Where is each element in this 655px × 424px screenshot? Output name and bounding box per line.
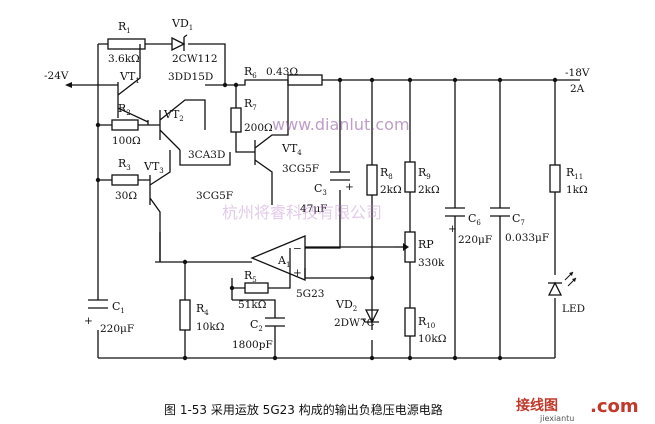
c2-value: 1800pF	[232, 339, 273, 351]
c1-plus: +	[84, 315, 93, 327]
c6-plus: +	[448, 223, 457, 235]
opamp-a1	[250, 235, 306, 281]
wires	[72, 43, 580, 359]
c1-capacitor	[88, 299, 108, 309]
vd1-value: 2CW112	[172, 53, 218, 65]
a1-minus: −	[293, 243, 302, 255]
c7-name: C7	[512, 212, 525, 227]
r7-resistor	[230, 107, 242, 133]
vt4-name: VT4	[281, 142, 302, 157]
svg-text:.com: .com	[590, 396, 639, 417]
a1-plus: +	[293, 267, 302, 279]
a1-name: A1	[277, 254, 290, 269]
vd2-value: 2DW7C	[334, 317, 375, 329]
r2-name: R2	[118, 102, 131, 117]
c6-name: C6	[468, 212, 481, 227]
c2-name: C2	[250, 318, 263, 333]
vd1-name: VD1	[171, 17, 193, 32]
c6-value: 220μF	[458, 234, 492, 246]
input-terminal-arrow	[65, 82, 72, 88]
vt1-name: VT1	[119, 70, 140, 85]
vt4-value: 3CG5F	[282, 163, 319, 175]
site-watermark: www.dianlut.com	[272, 115, 410, 134]
vt3-name: VT3	[143, 160, 164, 175]
vt2-value: 3CA3D	[188, 149, 225, 161]
r10-value: 10kΩ	[418, 333, 447, 345]
r11-value: 1kΩ	[566, 184, 588, 196]
rp-value: 330k	[418, 257, 445, 269]
c3-name: C3	[314, 182, 327, 197]
vd1-zener-diode	[171, 34, 188, 52]
r1-value: 3.6kΩ	[108, 53, 140, 65]
r3-value: 30Ω	[115, 190, 137, 202]
c6-capacitor	[445, 207, 465, 217]
junctions	[95, 77, 558, 361]
output-current-label: 2A	[570, 83, 585, 95]
r6-name: R6	[244, 65, 257, 80]
r2-value: 100Ω	[112, 135, 141, 147]
vd2-name: VD2	[335, 298, 357, 313]
svg-text:jiexiantu: jiexiantu	[539, 414, 574, 423]
r9-resistor	[404, 161, 416, 193]
c1-value: 220μF	[100, 323, 134, 335]
r11-resistor	[549, 164, 561, 193]
r1-resistor	[107, 38, 146, 50]
input-voltage-label: -24V	[44, 70, 69, 82]
r9-value: 2kΩ	[418, 184, 440, 196]
r8-name: R8	[380, 166, 393, 181]
svg-text:接线图: 接线图	[516, 397, 558, 414]
output-voltage-label: -18V	[565, 67, 590, 79]
r3-name: R3	[118, 157, 131, 172]
r4-resistor	[179, 299, 191, 331]
r1-name: R1	[118, 20, 131, 35]
r7-value: 200Ω	[244, 122, 273, 134]
c3-value: 47μF	[300, 203, 327, 215]
r10-resistor	[404, 307, 416, 337]
r6-resistor	[287, 74, 323, 86]
c3-capacitor	[330, 171, 350, 181]
r6-value: 0.43Ω	[266, 66, 298, 78]
r11-name: R11	[566, 166, 583, 181]
c3-plus: +	[345, 181, 354, 193]
vt3-value: 3CG5F	[196, 190, 233, 202]
c7-value: 0.033μF	[505, 232, 549, 244]
r8-value: 2kΩ	[380, 184, 402, 196]
vt2-name: VT2	[163, 108, 184, 123]
r10-name: R10	[418, 315, 435, 330]
company-watermark: 杭州将睿科技有限公司	[222, 203, 382, 222]
vt1-value: 3DD15D	[168, 71, 213, 83]
c2-capacitor	[265, 317, 285, 327]
c1-name: C1	[112, 300, 125, 315]
r4-name: R4	[196, 302, 209, 317]
vd2-zener-diode	[362, 309, 380, 324]
r8-resistor	[366, 164, 378, 196]
c7-capacitor	[490, 207, 510, 217]
r4-value: 10kΩ	[196, 321, 225, 333]
r3-resistor	[111, 174, 139, 186]
r7-name: R7	[244, 97, 257, 112]
led-name: LED	[562, 303, 585, 315]
labels: -24V -18V 2A R1 3.6kΩ VD1 2CW112 VT1 3DD…	[44, 17, 590, 351]
r9-name: R9	[418, 166, 431, 181]
r5-resistor	[244, 282, 269, 294]
r2-resistor	[111, 119, 139, 131]
a1-value: 5G23	[296, 288, 324, 300]
r5-name: R5	[244, 269, 257, 284]
site-logo: 接线图 .com jiexiantu	[516, 396, 639, 423]
r5-value: 51kΩ	[238, 299, 267, 311]
led-diode	[547, 271, 577, 296]
rp-name: RP	[418, 238, 434, 251]
figure-caption: 图 1-53 采用运放 5G23 构成的输出负稳压电源电路	[164, 402, 443, 417]
